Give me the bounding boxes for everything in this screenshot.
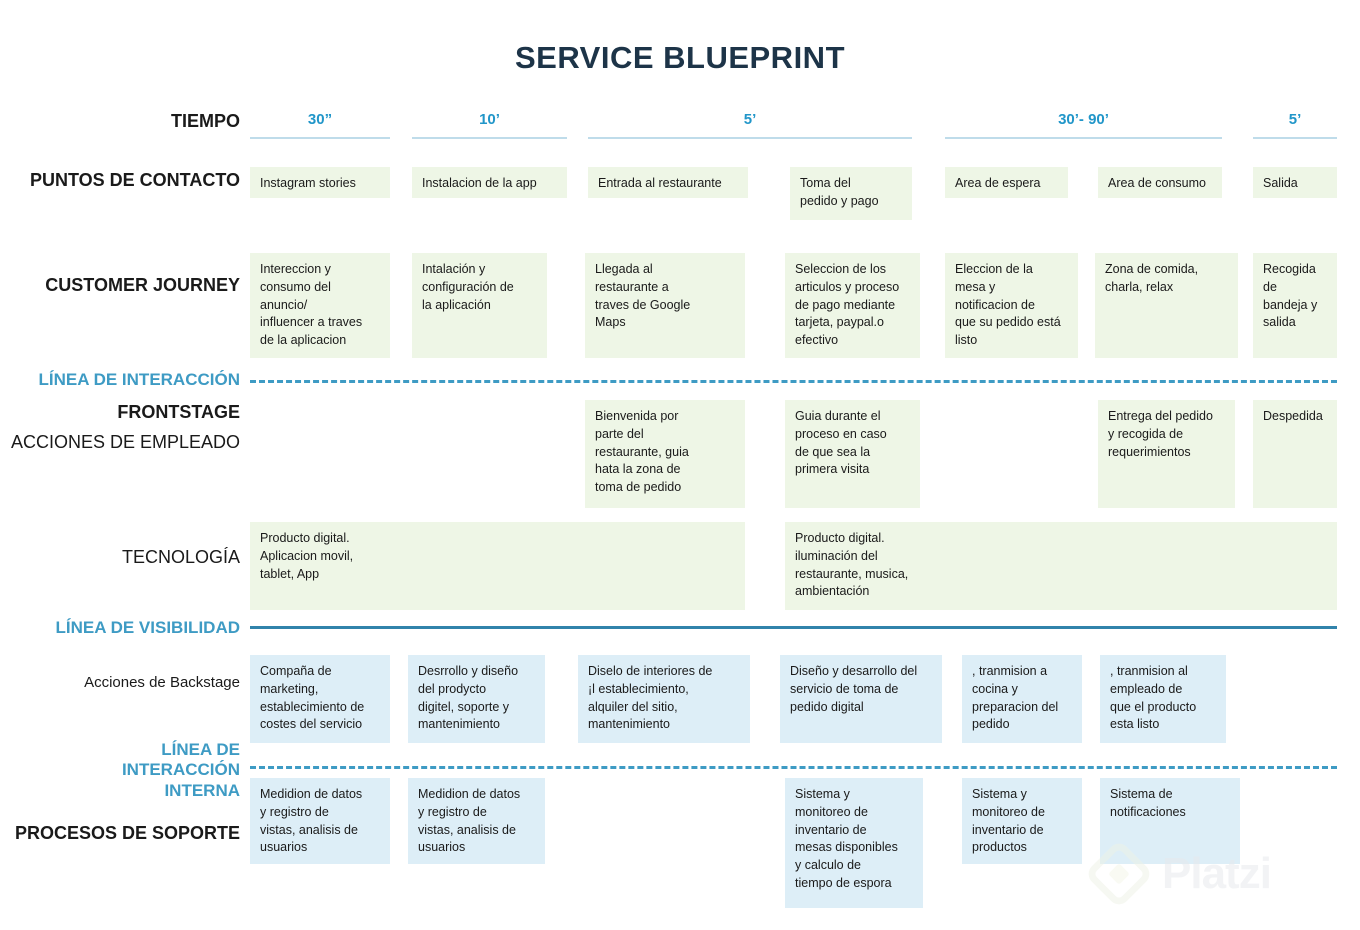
puntos-de-contacto-cell-1: Instagram stories (250, 167, 390, 198)
time-header-col2: 10’ (479, 111, 500, 128)
frontstage-cell-6: Entrega del pedido y recogida de requeri… (1098, 400, 1235, 508)
time-rule-col3-4 (588, 137, 912, 139)
puntos-de-contacto-cell-7: Salida (1253, 167, 1337, 198)
row-label-customer-journey: CUSTOMER JOURNEY (45, 275, 240, 295)
customer-journey-cell-2: Intalación y configuración de la aplicac… (412, 253, 547, 358)
customer-journey-cell-1: Intereccion y consumo del anuncio/ influ… (250, 253, 390, 358)
puntos-de-contacto-cell-4: Toma del pedido y pago (790, 167, 912, 220)
frontstage-cell-3: Bienvenida por parte del restaurante, gu… (585, 400, 745, 508)
puntos-de-contacto-cell-5: Area de espera (945, 167, 1068, 198)
time-header-col1: 30” (307, 111, 333, 128)
puntos-de-contacto-cell-6: Area de consumo (1098, 167, 1222, 198)
row-label-puntos-de-contacto: PUNTOS DE CONTACTO (29, 170, 240, 190)
row-label-tiempo: TIEMPO (170, 111, 240, 131)
time-rule-col5-6 (945, 137, 1222, 139)
customer-journey-cell-7: Recogida de bandeja y salida (1253, 253, 1337, 358)
linea-de-interaccion-interna-divider (250, 766, 1337, 769)
procesos-de-soporte-cell-1: Medidion de datos y registro de vistas, … (250, 778, 390, 864)
customer-journey-cell-5: Eleccion de la mesa y notificacion de qu… (945, 253, 1078, 358)
row-label-acciones-de-empleado: ACCIONES DE EMPLEADO (10, 432, 240, 452)
backstage-cell-3: Diselo de interiores de ¡l establecimien… (578, 655, 750, 743)
time-header-col5-6: 30’- 90’ (1058, 111, 1109, 128)
puntos-de-contacto-cell-2: Instalacion de la app (412, 167, 567, 198)
linea-de-visibilidad-divider (250, 626, 1337, 629)
customer-journey-cell-6: Zona de comida, charla, relax (1095, 253, 1238, 358)
row-label-linea-de-interaccion-interna: LÍNEA DE INTERACCIÓN INTERNA (121, 740, 240, 800)
customer-journey-cell-4: Seleccion de los articulos y proceso de … (785, 253, 920, 358)
linea-de-interaccion-divider (250, 380, 1337, 383)
customer-journey-cell-3: Llegada al restaurante a traves de Googl… (585, 253, 745, 358)
row-label-linea-de-interaccion: LÍNEA DE INTERACCIÓN (38, 370, 241, 389)
puntos-de-contacto-cell-3: Entrada al restaurante (588, 167, 748, 198)
time-header-col7: 5’ (1288, 111, 1302, 128)
procesos-de-soporte-cell-4: Sistema y monitoreo de inventario de mes… (785, 778, 923, 908)
backstage-cell-1: Compaña de marketing, establecimiento de… (250, 655, 390, 743)
tecnologia-cell-2: Producto digital. iluminación del restau… (785, 522, 1337, 610)
procesos-de-soporte-cell-5: Sistema y monitoreo de inventario de pro… (962, 778, 1082, 864)
row-label-frontstage: FRONTSTAGE (117, 402, 240, 422)
time-rule-col7 (1253, 137, 1337, 139)
frontstage-cell-7: Despedida (1253, 400, 1337, 508)
backstage-cell-6: , tranmision al empleado de que el produ… (1100, 655, 1226, 743)
procesos-de-soporte-cell-2: Medidion de datos y registro de vistas, … (408, 778, 545, 864)
backstage-cell-4: Diseño y desarrollo del servicio de toma… (780, 655, 942, 743)
frontstage-cell-4: Guia durante el proceso en caso de que s… (785, 400, 920, 508)
backstage-cell-5: , tranmision a cocina y preparacion del … (962, 655, 1082, 743)
row-label-linea-de-visibilidad: LÍNEA DE VISIBILIDAD (55, 618, 241, 637)
tecnologia-cell-1: Producto digital. Aplicacion movil, tabl… (250, 522, 745, 610)
page-title: SERVICE BLUEPRINT (514, 40, 846, 75)
row-label-acciones-de-backstage: Acciones de Backstage (84, 674, 240, 691)
time-rule-col1 (250, 137, 390, 139)
row-label-procesos-de-soporte: PROCESOS DE SOPORTE (14, 823, 240, 843)
time-header-col3-4: 5’ (743, 111, 757, 128)
procesos-de-soporte-cell-6: Sistema de notificaciones (1100, 778, 1240, 864)
row-label-tecnologia: TECNOLOGÍA (121, 547, 240, 567)
time-rule-col2 (412, 137, 567, 139)
backstage-cell-2: Desrrollo y diseño del prodycto digitel,… (408, 655, 545, 743)
